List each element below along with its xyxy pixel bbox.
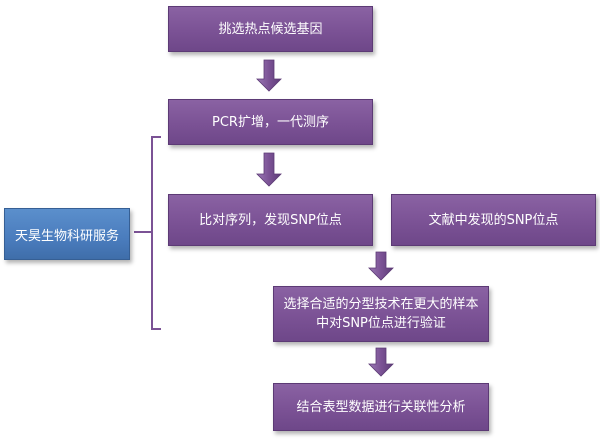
step-label: 挑选热点候选基因	[218, 21, 323, 37]
step-association-analysis: 结合表型数据进行关联性分析	[273, 383, 489, 431]
arrow-2	[256, 152, 282, 187]
step-literature-snp: 文献中发现的SNP位点	[391, 194, 596, 246]
arrow-4	[368, 347, 394, 377]
step-align-sequences: 比对序列，发现SNP位点	[168, 194, 373, 246]
step-genotyping-validation: 选择合适的分型技术在更大的样本 中对SNP位点进行验证	[273, 286, 489, 342]
bracket	[134, 136, 161, 330]
step-label: 结合表型数据进行关联性分析	[296, 399, 466, 415]
step-label: 比对序列，发现SNP位点	[199, 212, 342, 228]
left-service-label: 天昊生物科研服务	[14, 228, 119, 244]
step-pcr-sequencing: PCR扩增，一代测序	[168, 99, 373, 145]
arrow-3	[368, 251, 394, 281]
step-label: 文献中发现的SNP位点	[428, 212, 559, 228]
arrow-1	[256, 59, 282, 92]
step-label: 选择合适的分型技术在更大的样本 中对SNP位点进行验证	[283, 297, 479, 331]
step-select-genes: 挑选热点候选基因	[168, 6, 373, 52]
left-service-box: 天昊生物科研服务	[4, 208, 130, 260]
step-label: PCR扩增，一代测序	[212, 114, 329, 130]
